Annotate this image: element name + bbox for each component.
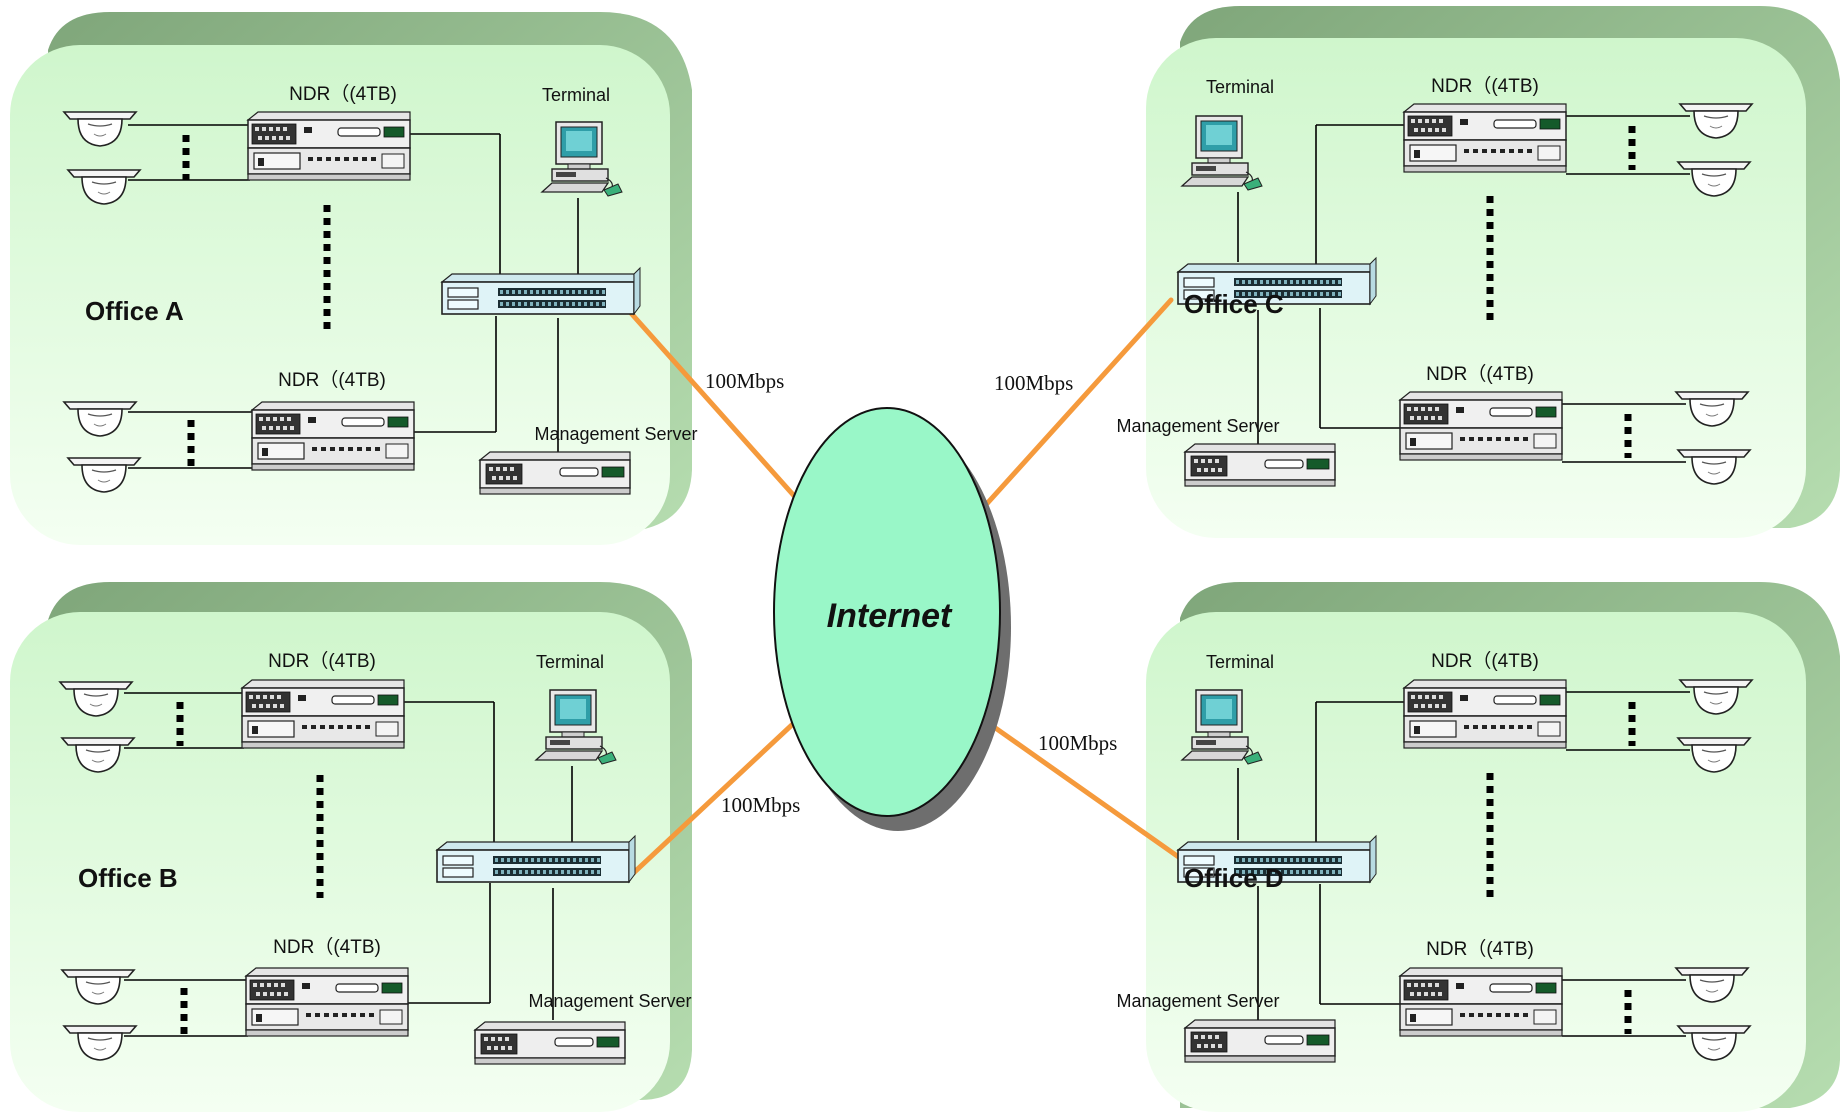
link-office-b [623,719,798,883]
ndr-recorder-icon [1403,679,1567,749]
management-server-icon [474,1021,626,1065]
ndr-label: NDR（(4TB) [1431,75,1539,97]
link-speed-a: 100Mbps [705,369,784,393]
office-a-panel [10,12,692,545]
management-server-label: Management Server [534,424,697,444]
office-b-panel [10,582,692,1112]
ndr-label: NDR（(4TB) [1426,363,1534,385]
office-a: NDR（(4TB) NDR（(4TB) Terminal Management … [63,83,698,495]
network-switch-icon [436,835,636,883]
ndr-recorder-icon [1399,391,1563,461]
office-d: NDR（(4TB) NDR（(4TB) Terminal Management … [1116,650,1753,1063]
link-speed-d: 100Mbps [1038,731,1117,755]
network-switch-icon [441,267,641,315]
link-speed-b: 100Mbps [721,793,800,817]
terminal-label: Terminal [536,652,604,672]
ndr-recorder-icon [1399,967,1563,1037]
terminal-label: Terminal [1206,77,1274,97]
terminal-label: Terminal [1206,652,1274,672]
ndr-label: NDR（(4TB) [1426,938,1534,960]
link-office-c [980,297,1174,511]
management-server-label: Management Server [528,991,691,1011]
management-server-label: Management Server [1116,991,1279,1011]
office-d-panel [1146,582,1840,1112]
internet-cloud: Internet [773,407,1011,831]
terminal-label: Terminal [542,85,610,105]
management-server-icon [479,451,631,495]
ndr-label: NDR（(4TB) [278,369,386,391]
ndr-recorder-icon [241,679,405,749]
ndr-recorder-icon [247,111,411,181]
link-speed-c: 100Mbps [994,371,1073,395]
office-name: Office C [1184,289,1284,319]
management-server-icon [1184,443,1336,487]
internet-label: Internet [827,597,953,635]
ndr-recorder-icon [1403,103,1567,173]
ndr-label: NDR（(4TB) [289,83,397,105]
ndr-recorder-icon [245,967,409,1037]
ndr-label: NDR（(4TB) [268,650,376,672]
office-c-panel [1146,6,1840,538]
ndr-label: NDR（(4TB) [273,936,381,958]
management-server-icon [1184,1019,1336,1063]
ndr-label: NDR（(4TB) [1431,650,1539,672]
link-office-d [991,724,1183,861]
office-name: Office B [78,863,178,893]
office-c: NDR（(4TB) NDR（(4TB) Terminal Management … [1116,75,1753,487]
office-b: NDR（(4TB) NDR（(4TB) Terminal Management … [59,650,692,1065]
office-name: Office A [85,296,184,326]
management-server-label: Management Server [1116,416,1279,436]
link-office-a [627,309,799,501]
ndr-recorder-icon [251,401,415,471]
office-name: Office D [1184,863,1284,893]
